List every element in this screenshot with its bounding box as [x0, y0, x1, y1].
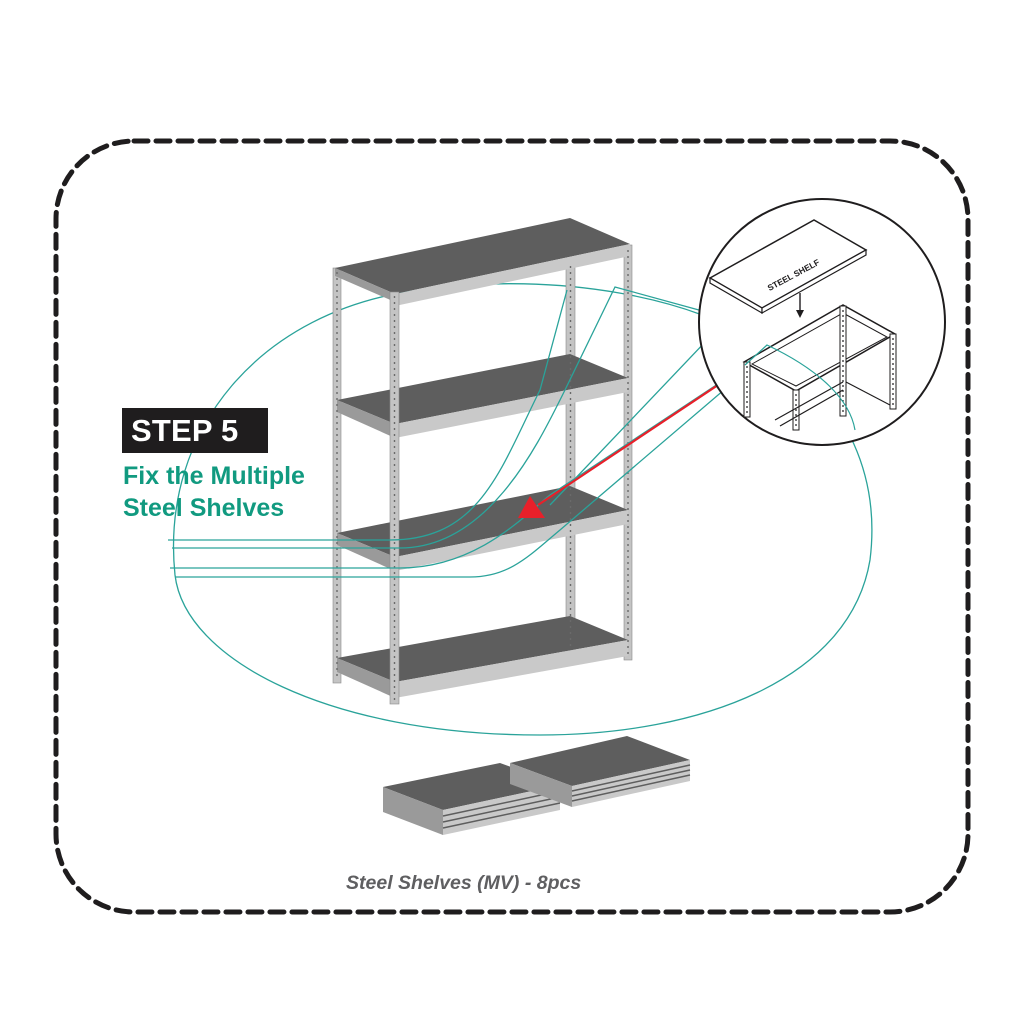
teal-guide-lines	[168, 286, 746, 578]
step-title: Fix the Multiple Steel Shelves	[123, 460, 305, 524]
step-title-line2: Steel Shelves	[123, 494, 285, 522]
red-pointer-arrow	[518, 376, 731, 518]
shelving-rack	[332, 218, 633, 705]
step-title-line1: Fix the Multiple	[123, 462, 305, 490]
detail-callout-circle: STEEL SHELF	[698, 198, 946, 446]
stacked-shelves-right	[510, 736, 691, 807]
parts-caption: Steel Shelves (MV) - 8pcs	[346, 872, 582, 894]
step-badge: STEP 5	[122, 408, 268, 453]
dashed-border	[53, 138, 971, 915]
